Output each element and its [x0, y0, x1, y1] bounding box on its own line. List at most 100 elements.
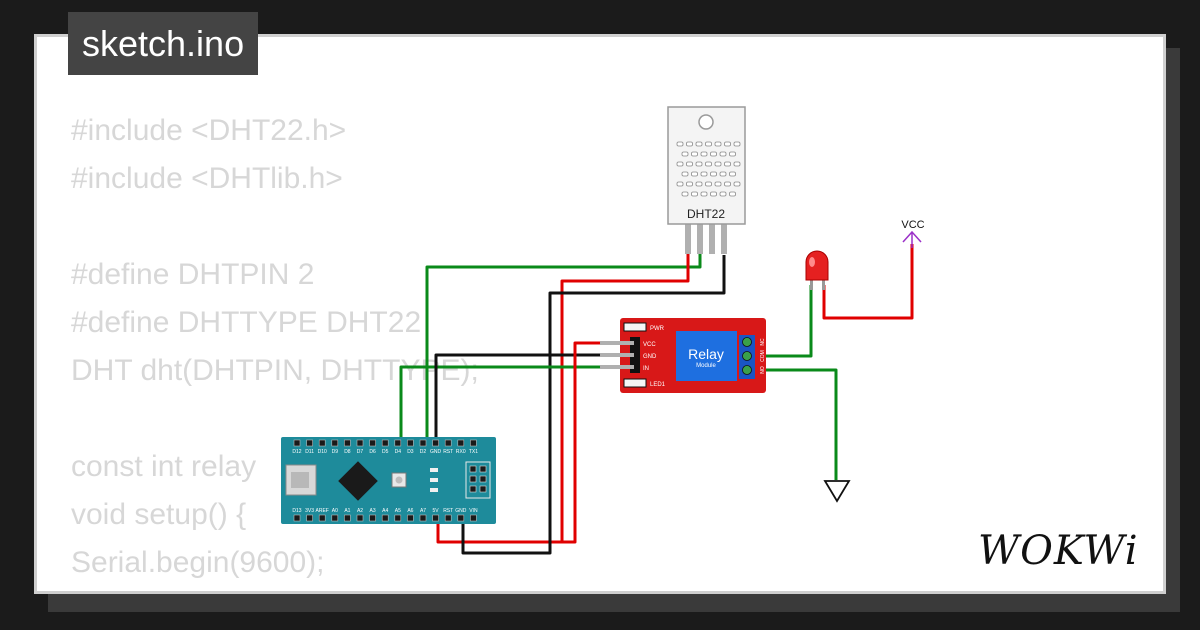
relay-pwr-led: [623, 322, 647, 332]
dht22-mount-hole: [698, 114, 714, 130]
wire-relay-gnd-symbol[interactable]: [746, 368, 838, 480]
dht22-grille-slot: [733, 141, 741, 147]
dht22-leg: [685, 220, 691, 254]
wire-dht-gnd[interactable]: [461, 255, 726, 555]
dht22-grille-slot: [705, 181, 712, 187]
nano-pin-label: RST: [443, 449, 453, 455]
nano-pin: [293, 514, 301, 522]
dht22-grille-slot: [729, 191, 736, 197]
relay-subtitle: Module: [696, 363, 716, 369]
code-line: DHT dht(DHTPIN, DHTTYPE);: [71, 354, 479, 387]
nano-pin-label: RST: [443, 508, 453, 514]
dht22-grille-slot: [714, 161, 722, 167]
dht22-grille-slot: [733, 161, 741, 167]
nano-pin: [419, 514, 427, 522]
dht22-sensor[interactable]: DHT22: [667, 106, 746, 254]
nano-pin: [457, 514, 465, 522]
wire-relay-vcc[interactable]: [562, 341, 630, 544]
relay-led-label-pwr: PWR: [650, 326, 665, 332]
nano-pin: [356, 514, 364, 522]
dht22-grille-slot: [681, 171, 689, 177]
wire-dht-vcc[interactable]: [436, 228, 690, 544]
dht22-leg: [697, 220, 703, 254]
nano-reset-knob: [395, 476, 403, 484]
led-leg: [822, 276, 825, 290]
nano-pin-label: AREF: [316, 508, 329, 514]
relay-led1: [623, 378, 647, 388]
nano-pin: [432, 514, 439, 522]
vcc-symbol[interactable]: VCC: [901, 219, 925, 248]
nano-pin-label: D5: [382, 449, 389, 455]
nano-pin: [318, 514, 326, 522]
nano-usb-inner: [291, 472, 309, 488]
red-led[interactable]: [805, 250, 829, 290]
nano-pin: [369, 514, 376, 522]
vcc-label: VCC: [901, 219, 924, 231]
nano-pin: [444, 514, 452, 522]
dht22-grille-slot: [729, 171, 736, 177]
nano-pin-label: VIN: [469, 508, 478, 514]
nano-pin-label: GND: [455, 508, 467, 514]
dht22-grille-slot: [719, 151, 727, 157]
dht22-grille-slot: [695, 161, 703, 167]
relay-terminal-screw: [742, 351, 752, 361]
file-tab[interactable]: sketch.ino: [68, 12, 259, 75]
code-line: #include <DHTlib.h>: [71, 162, 343, 195]
nano-pin-label: A2: [357, 508, 363, 514]
nano-pin-label: A7: [420, 508, 426, 514]
relay-pin-label-gnd: GND: [643, 354, 657, 360]
relay-pin: [600, 365, 634, 369]
relay-title: Relay: [688, 346, 724, 362]
nano-pin-label: GND: [430, 449, 442, 455]
dht22-grille-slot: [700, 171, 708, 177]
relay-terminal-label-nc: NC: [760, 338, 766, 346]
nano-pin: [470, 439, 477, 447]
relay-led-label-led1: LED1: [650, 382, 666, 388]
nano-pin-label: A3: [370, 508, 376, 514]
led-highlight: [809, 257, 815, 267]
wire-relay-gnd[interactable]: [434, 353, 630, 440]
wokwi-logo: WOKWi: [978, 528, 1139, 574]
dht22-grille-slot: [681, 191, 689, 197]
nano-pin-label: D11: [305, 449, 314, 455]
ground-symbol[interactable]: [823, 480, 851, 503]
dht22-grille-slot: [719, 171, 727, 177]
code-line: const int relay: [71, 450, 257, 483]
dht22-grille-slot: [681, 151, 689, 157]
nano-led: [430, 478, 438, 482]
relay-terminal-screw: [742, 365, 752, 375]
relay-terminal-label-com: COM: [760, 350, 766, 362]
nano-pin: [432, 439, 439, 447]
nano-pin: [381, 514, 389, 522]
nano-board: [281, 437, 496, 524]
nano-pin: [394, 439, 402, 447]
nano-pin-label: D7: [357, 449, 364, 455]
nano-pin-label: D10: [318, 449, 327, 455]
nano-pin: [344, 514, 351, 522]
nano-pin-label: D12: [292, 449, 301, 455]
wire-led-relay[interactable]: [746, 285, 813, 358]
nano-led: [430, 468, 438, 472]
relay-module[interactable]: PWR LED1 VCC GND IN Relay Module NO COM …: [600, 318, 766, 393]
nano-pin: [407, 514, 414, 522]
nano-pin-label: D6: [369, 449, 376, 455]
dht22-grille-slot: [724, 181, 731, 187]
relay-pin-label-vcc: VCC: [643, 342, 656, 348]
relay-terminal-label-no: NO: [760, 366, 766, 374]
nano-icsp-pin: [479, 485, 487, 493]
dht22-grille-slot: [686, 141, 693, 147]
wire-led-vcc[interactable]: [822, 244, 914, 320]
dht22-grille-slot: [710, 171, 717, 177]
nano-icsp-frame: [465, 461, 491, 499]
nano-pin-label: RX0: [456, 449, 466, 455]
dht22-grille-slot: [691, 151, 698, 157]
dht22-grille-slot: [714, 141, 722, 147]
wire-relay-in[interactable]: [399, 365, 630, 440]
dht22-grille-slot: [705, 161, 712, 167]
nano-pin-label: 3V3: [305, 508, 314, 514]
relay-pin-label-in: IN: [643, 366, 649, 372]
relay-block: [676, 331, 737, 381]
